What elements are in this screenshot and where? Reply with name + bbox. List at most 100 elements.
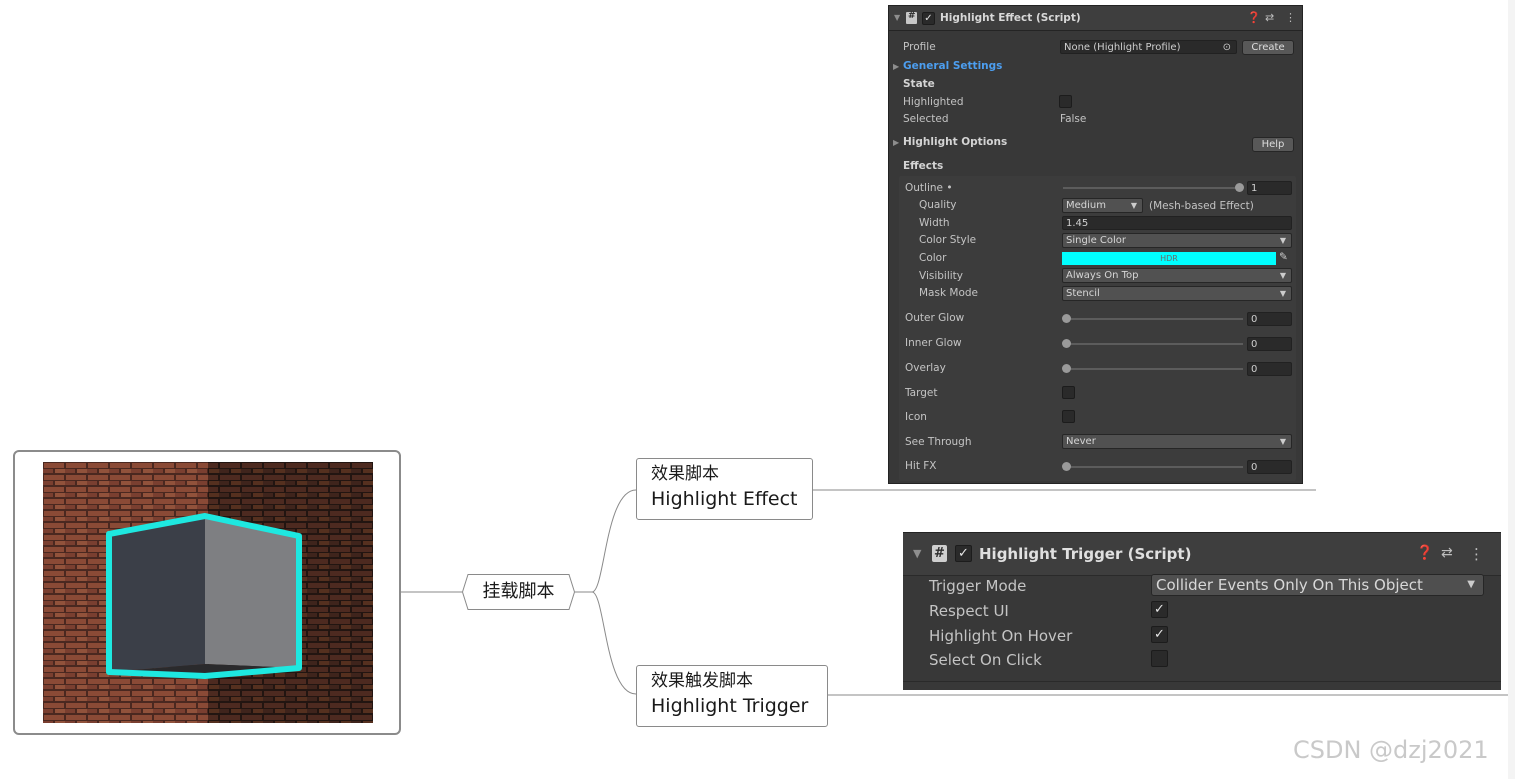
general-settings-foldout[interactable]: General Settings [903,60,1003,72]
component-enabled-checkbox[interactable]: ✓ [922,12,935,25]
inspector-title: Highlight Effect (Script) [940,12,1081,24]
highlighted-checkbox[interactable] [1059,95,1072,108]
target-label: Target [905,387,938,399]
trigger-node-en: Highlight Trigger [651,695,809,717]
outer-glow-slider-knob[interactable] [1062,314,1071,323]
help-icon[interactable]: ❓ [1247,11,1261,24]
foldout-arrow-icon[interactable]: ▶ [893,62,900,71]
highlight-trigger-inspector: ▼ # ✓ Highlight Trigger (Script) ❓ ⇄ ⋮ T… [903,532,1501,690]
outline-color-swatch[interactable]: HDR [1062,252,1276,265]
inspector-header: ▼ ✓ Highlight Effect (Script) ❓ ⇄ ⋮ [889,6,1302,31]
cube-outline-highlight [106,513,302,679]
outline-slider[interactable] [1063,187,1239,189]
profile-value: None (Highlight Profile) [1064,42,1181,53]
color-label: Color [919,252,947,264]
trigger-script-node[interactable]: 效果触发脚本 Highlight Trigger [636,665,828,727]
mask-mode-label: Mask Mode [919,287,978,299]
dropdown-arrow-icon: ▼ [1279,437,1286,446]
foldout-arrow-icon[interactable]: ▶ [893,138,900,147]
color-style-dropdown[interactable]: Single Color ▼ [1062,233,1292,248]
highlighted-label: Highlighted [903,96,964,108]
respect-ui-label: Respect UI [929,602,1009,620]
effect-node-en: Highlight Effect [651,488,798,510]
profile-field[interactable]: None (Highlight Profile) ⊙ [1060,40,1237,54]
help-icon[interactable]: ❓ [1416,545,1434,561]
outer-glow-value-field[interactable]: 0 [1247,312,1292,326]
dropdown-arrow-icon: ▼ [1467,579,1475,590]
target-checkbox[interactable] [1062,386,1075,399]
overlay-slider[interactable] [1063,368,1243,370]
outline-slider-knob[interactable] [1235,183,1244,192]
highlight-on-hover-checkbox[interactable]: ✓ [1151,626,1168,643]
mask-mode-value: Stencil [1066,288,1100,299]
preset-icon[interactable]: ⇄ [1441,545,1453,561]
hit-fx-slider-knob[interactable] [1062,462,1071,471]
highlight-effect-inspector: ▼ ✓ Highlight Effect (Script) ❓ ⇄ ⋮ Prof… [888,5,1303,484]
outline-value-field[interactable]: 1 [1247,181,1292,195]
foldout-arrow-icon[interactable]: ▼ [894,13,901,22]
eyedropper-icon[interactable]: ✎ [1279,251,1288,263]
highlight-on-hover-label: Highlight On Hover [929,627,1073,645]
icon-checkbox[interactable] [1062,410,1075,423]
dropdown-arrow-icon: ▼ [1279,236,1286,245]
cube-right-face [205,516,299,668]
color-style-label: Color Style [919,234,977,246]
inner-glow-value-field[interactable]: 0 [1247,337,1292,351]
scrollbar-strip [1508,0,1515,779]
overlay-label: Overlay [905,362,946,374]
width-label: Width [919,217,950,229]
kebab-menu-icon[interactable]: ⋮ [1469,545,1484,563]
respect-ui-checkbox[interactable]: ✓ [1151,601,1168,618]
see-through-label: See Through [905,436,972,448]
center-node-shape [462,574,575,610]
selected-label: Selected [903,113,949,125]
preset-icon[interactable]: ⇄ [1265,11,1275,24]
overlay-value-field[interactable]: 0 [1247,362,1292,376]
hit-fx-slider[interactable] [1063,466,1243,468]
trigger-mode-dropdown[interactable]: Collider Events Only On This Object ▼ [1151,574,1484,596]
outline-label: Outline • [905,182,953,194]
select-on-click-checkbox[interactable] [1151,650,1168,667]
help-button[interactable]: Help [1252,137,1294,152]
dropdown-arrow-icon: ▼ [1279,289,1286,298]
see-through-dropdown[interactable]: Never ▼ [1062,434,1292,449]
hit-fx-label: Hit FX [905,460,937,472]
script-icon [906,11,917,24]
profile-label: Profile [903,41,936,53]
mask-mode-dropdown[interactable]: Stencil ▼ [1062,286,1292,301]
cube-scene-image [43,462,373,723]
dropdown-arrow-icon: ▼ [1130,201,1137,210]
overlay-slider-knob[interactable] [1062,364,1071,373]
create-button[interactable]: Create [1242,40,1294,55]
visibility-dropdown[interactable]: Always On Top ▼ [1062,268,1292,283]
trigger-inspector-header: ▼ # ✓ Highlight Trigger (Script) ❓ ⇄ ⋮ [903,533,1501,576]
quality-note: (Mesh-based Effect) [1149,200,1254,212]
outer-glow-slider[interactable] [1063,318,1243,320]
quality-value: Medium [1066,200,1106,211]
trigger-inspector-title: Highlight Trigger (Script) [979,545,1192,563]
quality-dropdown[interactable]: Medium ▼ [1062,198,1143,213]
inner-glow-slider[interactable] [1063,343,1243,345]
inner-glow-slider-knob[interactable] [1062,339,1071,348]
watermark: CSDN @dzj2021 [1293,736,1489,764]
trigger-mode-label: Trigger Mode [929,577,1027,595]
inner-glow-label: Inner Glow [905,337,962,349]
effect-script-node[interactable]: 效果脚本 Highlight Effect [636,458,813,520]
effect-node-zh: 效果脚本 [651,464,719,484]
script-icon: # [932,545,947,562]
kebab-menu-icon[interactable]: ⋮ [1285,11,1296,24]
image-node[interactable] [13,450,401,735]
component-enabled-checkbox[interactable]: ✓ [955,545,972,562]
visibility-label: Visibility [919,270,964,282]
highlight-options-foldout[interactable]: Highlight Options [903,136,1008,148]
color-style-value: Single Color [1066,235,1127,246]
foldout-arrow-icon[interactable]: ▼ [913,547,922,560]
center-node[interactable]: 挂载脚本 [482,581,555,602]
hit-fx-value-field[interactable]: 0 [1247,460,1292,474]
outer-glow-label: Outer Glow [905,312,965,324]
trigger-node-zh: 效果触发脚本 [651,671,753,691]
trigger-mode-value: Collider Events Only On This Object [1156,576,1423,594]
width-field[interactable]: 1.45 [1062,216,1292,230]
object-picker-icon[interactable]: ⊙ [1222,42,1231,53]
select-on-click-label: Select On Click [929,651,1042,669]
